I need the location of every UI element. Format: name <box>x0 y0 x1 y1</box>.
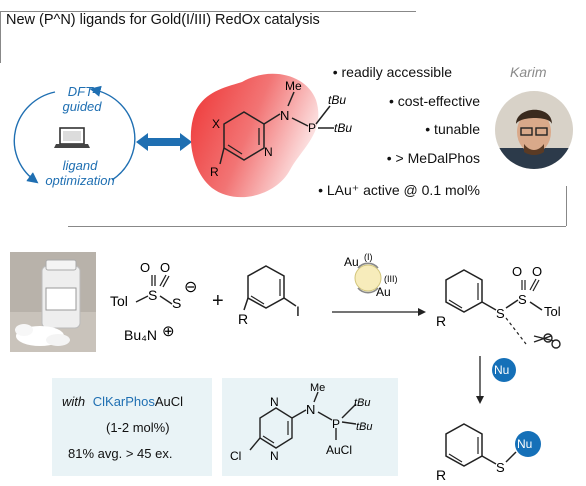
bullet-1: • readily accessible <box>332 64 452 80</box>
avatar <box>495 91 573 169</box>
plus-sign: + <box>212 290 224 312</box>
title-rule <box>0 11 416 12</box>
product-o2-label: O <box>532 264 542 279</box>
separator-horizontal <box>68 226 566 227</box>
bullet-3: • tunable <box>425 121 480 137</box>
ligand-r-label: R <box>210 165 219 179</box>
clk-n2-label: N <box>270 449 279 463</box>
iodo-label: I <box>296 303 300 319</box>
ligand-ring-n-label: N <box>264 145 273 159</box>
cycle-arrow-left <box>13 91 56 184</box>
cycle-arrow-right <box>89 85 136 181</box>
ligand-name: ClKarPhos <box>92 394 155 409</box>
ligand-me-label: Me <box>285 79 302 93</box>
clk-aucl-label: AuCl <box>326 443 352 457</box>
reagent-s2-label: S <box>172 295 181 311</box>
product-s2-label: S <box>518 292 527 307</box>
product-s1-label: S <box>496 306 505 321</box>
clkarphos-panel <box>222 378 398 476</box>
clk-tbu2-label: tBu <box>356 421 373 433</box>
product-tol-label: Tol <box>544 304 561 319</box>
clk-me-label: Me <box>310 382 325 394</box>
au-bot-ox-label: (III) <box>384 274 398 284</box>
ligand-structure: N Me P tBu tBu X N R <box>190 73 352 198</box>
reagent-tol-label: Tol <box>110 293 128 309</box>
final-product: S Nu R <box>436 423 541 483</box>
final-r-label: R <box>436 467 446 483</box>
optimization-cycle <box>13 85 136 184</box>
au-top-ox-label: (I) <box>364 252 373 262</box>
product-r-label: R <box>436 313 446 329</box>
clk-p-label: P <box>332 417 340 431</box>
reagent-s1-label: S <box>148 287 157 303</box>
cycle-top-line1: DFT- <box>67 84 97 99</box>
clk-tbu1-label: tBu <box>354 397 371 409</box>
thiosulfonate-reagent: Tol S O O S ⊖ Bu₄N ⊕ <box>110 260 197 343</box>
with-label: with <box>62 394 86 409</box>
aryl-r-label: R <box>238 311 248 327</box>
cycle-bottom-label: ligand optimization <box>30 158 130 188</box>
loading-label: (1-2 mol%) <box>106 420 170 435</box>
cycle-top-line2: guided <box>62 99 102 114</box>
bullet-4: • > MeDalPhos <box>386 150 480 166</box>
person-name: Karim <box>510 64 547 80</box>
ligand-tbu1-label: tBu <box>328 93 346 107</box>
clkarphos-structure: N Me P tBu tBu AuCl Cl N N <box>230 382 373 463</box>
cycle-bottom-line2: optimization <box>45 173 115 188</box>
au-cycle-circle <box>354 264 382 292</box>
final-nu-badge <box>515 431 541 457</box>
reagent-photo <box>10 252 96 352</box>
ligand-n-label: N <box>280 108 289 123</box>
ligand-p-label: P <box>308 121 316 135</box>
double-arrow-icon <box>136 133 192 151</box>
aucl-label: AuCl <box>154 394 184 409</box>
title-rule-vertical <box>0 11 1 63</box>
reagent-minus-label: ⊖ <box>184 279 197 296</box>
ligand-tbu2-label: tBu <box>334 121 352 135</box>
clk-n-label: N <box>306 402 315 417</box>
separator-vertical <box>566 186 567 226</box>
final-nu-label: Nu <box>517 437 532 451</box>
scope-label: 81% avg. > 45 ex. <box>68 446 173 461</box>
au-top-label: Au <box>344 255 359 269</box>
reaction-arrow: Au (I) Au (III) <box>332 252 426 316</box>
reagent-o2-label: O <box>160 260 170 275</box>
page-title: New (P^N) ligands for Gold(I/III) RedOx … <box>6 12 320 28</box>
conditions-panel: with ClKarPhosAuCl (1-2 mol%) 81% avg. >… <box>52 378 212 476</box>
scissors-icon <box>533 333 561 349</box>
final-s-label: S <box>496 460 505 475</box>
reagent-o1-label: O <box>140 260 150 275</box>
conditions-line1: with ClKarPhosAuCl <box>62 394 183 409</box>
bullet-2: • cost-effective <box>388 93 480 109</box>
reagent-counterion-label: Bu₄N <box>124 327 157 343</box>
product-o1-label: O <box>512 264 522 279</box>
nucleophile-arrow: Nu <box>476 356 516 404</box>
product-thiosulfonate: S S O O Tol R <box>436 264 561 349</box>
clk-cl-label: Cl <box>230 449 241 463</box>
cycle-bottom-line1: ligand <box>62 158 98 173</box>
laptop-icon <box>54 127 90 148</box>
nu-badge <box>492 358 516 382</box>
au-bot-label: Au <box>376 285 391 299</box>
nu-label: Nu <box>494 363 509 377</box>
bullet-5: • LAu⁺ active @ 0.1 mol% <box>318 182 480 198</box>
clk-n1-label: N <box>270 395 279 409</box>
reagent-plus-label: ⊕ <box>162 323 175 340</box>
cycle-top-label: DFT- guided <box>52 84 112 114</box>
red-blob <box>190 73 319 198</box>
ligand-x-label: X <box>212 117 220 131</box>
iodoarene: I R <box>238 265 300 327</box>
